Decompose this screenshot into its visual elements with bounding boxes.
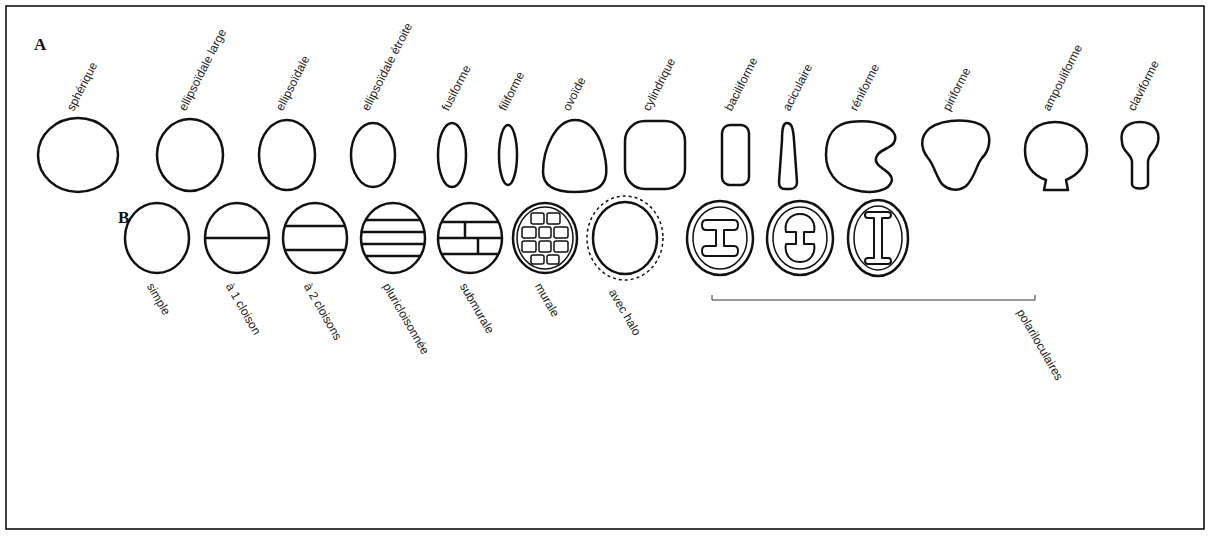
- shape-label: sphérique: [64, 60, 100, 113]
- shape-label: submurale: [457, 281, 497, 337]
- shape-label: ovoïde: [560, 75, 589, 113]
- group-bracket: [712, 295, 1035, 300]
- shape-label: fusiforme: [439, 63, 474, 113]
- shape-label: avec halo: [606, 287, 644, 338]
- polarilocular-spore: [848, 200, 908, 276]
- polarilocular-spore: [687, 201, 753, 275]
- shape-label: à 2 cloisons: [301, 281, 345, 343]
- shape-label: pluricloisonnée: [380, 281, 432, 357]
- panel-letter: A: [34, 36, 46, 54]
- shape-label: à 1 cloison: [223, 281, 264, 338]
- shape-label: baciliforme: [722, 55, 761, 113]
- shape-label: murale: [532, 281, 562, 320]
- shape-label: polariloculaires: [1014, 307, 1066, 383]
- shape-label: ellipsoïdale: [273, 53, 313, 113]
- polarilocular-spore: [767, 201, 833, 275]
- shape-label: réniforme: [847, 62, 882, 114]
- panel-letter: B: [118, 209, 129, 227]
- shape-label: simple: [144, 281, 173, 318]
- shape-label: aciculaire: [780, 62, 815, 114]
- shape-label: claviforme: [1125, 58, 1162, 113]
- spore-shapes-row-a: [38, 118, 1158, 192]
- frame: [6, 6, 1204, 529]
- shape-label: piriforme: [940, 65, 974, 113]
- spore-shapes-row-b: [125, 196, 908, 280]
- shape-label: cylindrique: [640, 56, 679, 113]
- shape-label: ampouliforme: [1040, 42, 1085, 113]
- shape-label: ellipsoïdale étroite: [359, 21, 415, 114]
- shape-label: ellipsoïdale large: [176, 27, 229, 114]
- shape-label: filiforme: [496, 69, 528, 113]
